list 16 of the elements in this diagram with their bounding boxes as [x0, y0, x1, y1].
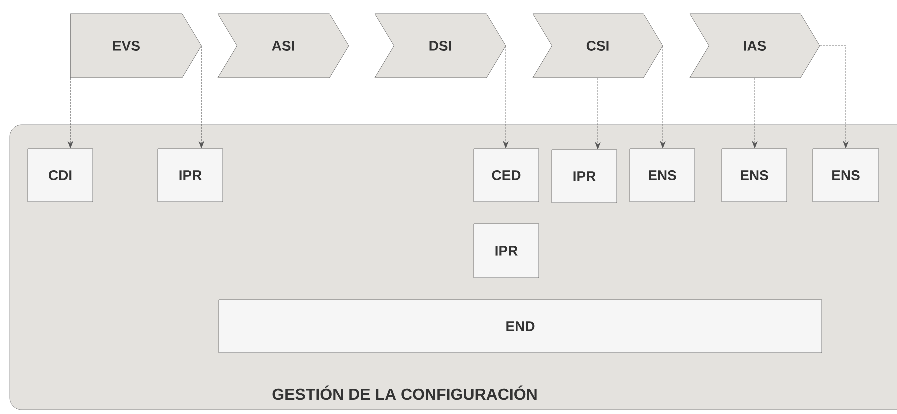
process-box: IPR	[474, 224, 540, 278]
process-box: IPR	[552, 150, 618, 204]
process-box: ENS	[722, 148, 788, 202]
process-box: CDI	[28, 148, 94, 202]
process-box: END	[218, 300, 822, 354]
arrow	[198, 46, 204, 149]
process-box: ENS	[812, 148, 880, 202]
process-box: CED	[474, 148, 540, 202]
process-box: IPR	[158, 148, 224, 202]
arrow	[503, 46, 509, 149]
arrow	[752, 78, 758, 149]
process-box: ENS	[630, 148, 696, 202]
arrow	[68, 78, 74, 149]
arrow	[595, 78, 601, 150]
arrow	[660, 46, 666, 149]
arrow	[820, 46, 849, 149]
